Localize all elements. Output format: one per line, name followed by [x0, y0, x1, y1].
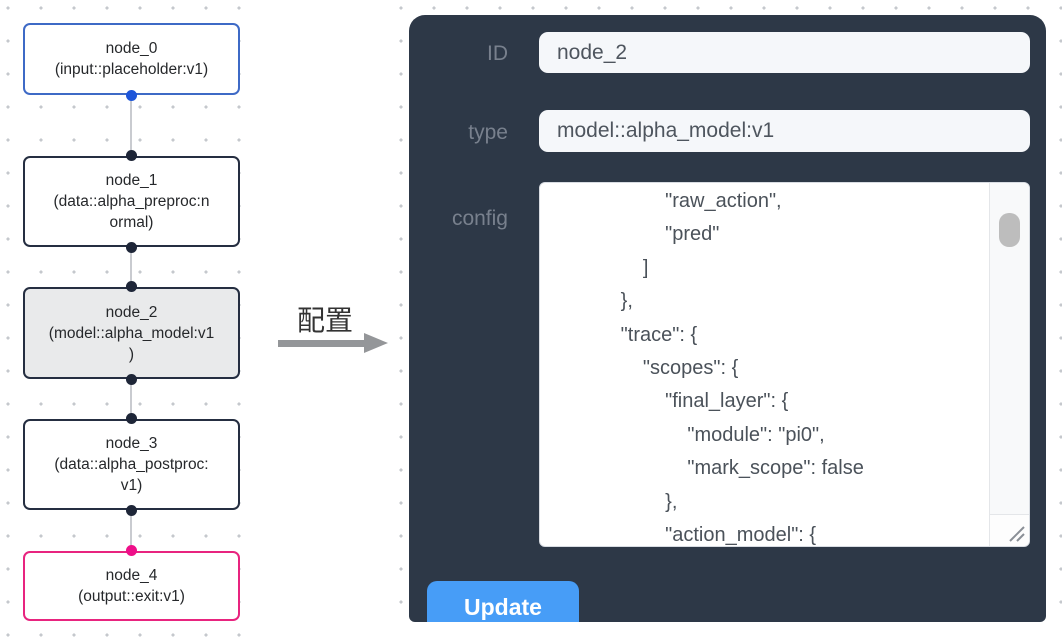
node_3-output-handle[interactable]: [126, 505, 137, 516]
id-input[interactable]: [539, 32, 1030, 73]
config-textarea[interactable]: "raw_action", "pred" ] }, "trace": { "sc…: [539, 182, 1030, 547]
node-title: node_1: [105, 172, 158, 189]
node-config-panel: ID type config "raw_action", "pred" ] },…: [409, 15, 1046, 622]
resize-grip-icon: [1009, 526, 1025, 542]
type-field-label: type: [468, 121, 508, 144]
node-title: node_4: [105, 567, 158, 584]
textarea-resize-corner[interactable]: [989, 514, 1029, 546]
config-field-label: config: [451, 207, 508, 230]
node-title: node_0: [105, 40, 158, 57]
flow-node-node_4[interactable]: node_4 (output::exit:v1): [23, 551, 240, 621]
config-scrollbar-track[interactable]: [989, 183, 1029, 514]
flow-node-node_0[interactable]: node_0 (input::placeholder:v1): [23, 23, 240, 95]
node-title: node_2: [105, 303, 158, 321]
id-field-label: ID: [487, 42, 508, 65]
flow-node-node_1[interactable]: node_1 (data::alpha_preproc:n ormal): [23, 156, 240, 247]
node-subtitle: (input::placeholder:v1): [54, 61, 209, 78]
node_3-input-handle[interactable]: [126, 413, 137, 424]
node-subtitle: (model::alpha_model:v1 ): [48, 324, 215, 363]
type-input[interactable]: [539, 110, 1030, 152]
flow-node-node_2[interactable]: node_2 (model::alpha_model:v1 ): [23, 287, 240, 379]
update-button[interactable]: Update: [427, 581, 579, 622]
node_2-output-handle[interactable]: [126, 374, 137, 385]
node-subtitle: (data::alpha_preproc:n ormal): [53, 193, 210, 231]
edge-node_0-node_1[interactable]: [130, 95, 132, 156]
node-subtitle: (output::exit:v1): [78, 588, 185, 605]
edge-node_3-node_4[interactable]: [130, 510, 132, 551]
flow-node-node_3[interactable]: node_3 (data::alpha_postproc: v1): [23, 419, 240, 510]
config-annotation-label: 配置: [297, 305, 354, 336]
node_0-output-handle[interactable]: [126, 90, 137, 101]
edge-node_2-node_3[interactable]: [130, 379, 132, 419]
config-scrollbar-thumb[interactable]: [999, 213, 1020, 247]
node_2-input-handle[interactable]: [126, 281, 137, 292]
node-title: node_3: [105, 435, 158, 452]
config-json-text[interactable]: "raw_action", "pred" ] }, "trace": { "sc…: [620, 190, 864, 546]
annotation-arrow-head: [364, 333, 388, 353]
node-subtitle: (data::alpha_postproc: v1): [54, 456, 209, 494]
node_4-input-handle[interactable]: [126, 545, 137, 556]
annotation-arrow: [278, 340, 366, 347]
node_1-output-handle[interactable]: [126, 242, 137, 253]
node_1-input-handle[interactable]: [126, 150, 137, 161]
edge-node_1-node_2[interactable]: [130, 247, 132, 287]
